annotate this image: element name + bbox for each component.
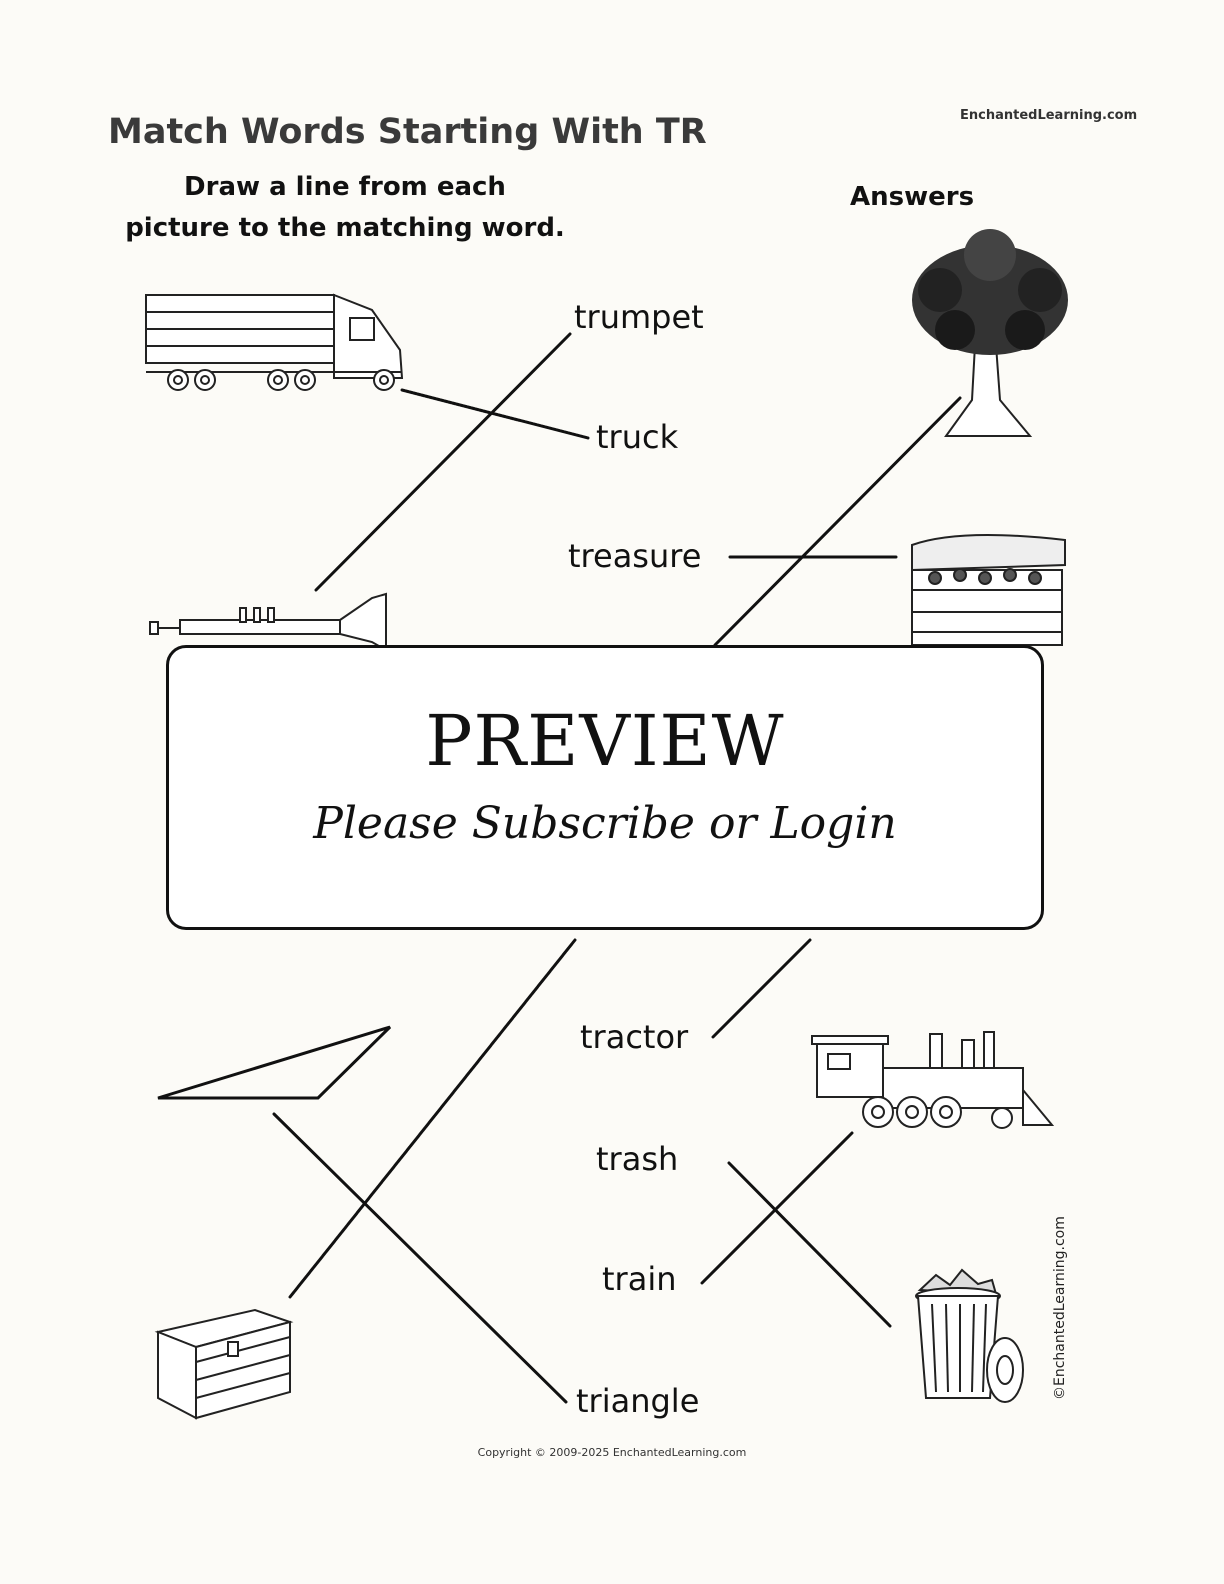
chest-icon	[154, 1308, 294, 1420]
line-lower-left	[288, 938, 577, 1299]
preview-overlay[interactable]: PREVIEW Please Subscribe or Login	[166, 645, 1044, 930]
trash-can-icon	[915, 1268, 1024, 1403]
page-title: Match Words Starting With TR	[108, 112, 707, 152]
instructions-line-1: Draw a line from each	[184, 172, 506, 202]
word-truck: truck	[596, 418, 679, 456]
subscribe-login-prompt[interactable]: Please Subscribe or Login	[313, 798, 897, 849]
line-trash	[727, 1161, 892, 1328]
word-triangle: triangle	[576, 1382, 700, 1420]
trumpet-icon	[149, 592, 387, 652]
word-trash: trash	[596, 1140, 679, 1178]
line-trumpet	[314, 332, 572, 592]
line-truck	[400, 388, 590, 440]
tree-icon	[912, 229, 1068, 437]
word-treasure: treasure	[568, 537, 702, 575]
instructions-line-2: picture to the matching word.	[125, 213, 565, 243]
word-train: train	[602, 1260, 677, 1298]
treasure-chest-icon	[911, 534, 1066, 646]
triangle-shape	[157, 1025, 392, 1100]
word-tractor: tractor	[580, 1018, 689, 1056]
vertical-copyright: ©EnchantedLearning.com	[1052, 1216, 1068, 1400]
line-triangle	[272, 1112, 568, 1404]
train-icon	[811, 1031, 1055, 1129]
word-trumpet: trumpet	[574, 298, 704, 336]
answers-label: Answers	[850, 182, 975, 212]
preview-title: PREVIEW	[425, 700, 785, 782]
truck-icon	[145, 293, 404, 391]
line-tractor	[711, 938, 812, 1039]
site-name[interactable]: EnchantedLearning.com	[960, 108, 1138, 123]
line-train	[700, 1131, 854, 1285]
line-tree	[713, 396, 962, 647]
copyright-footer: Copyright © 2009-2025 EnchantedLearning.…	[477, 1446, 747, 1459]
